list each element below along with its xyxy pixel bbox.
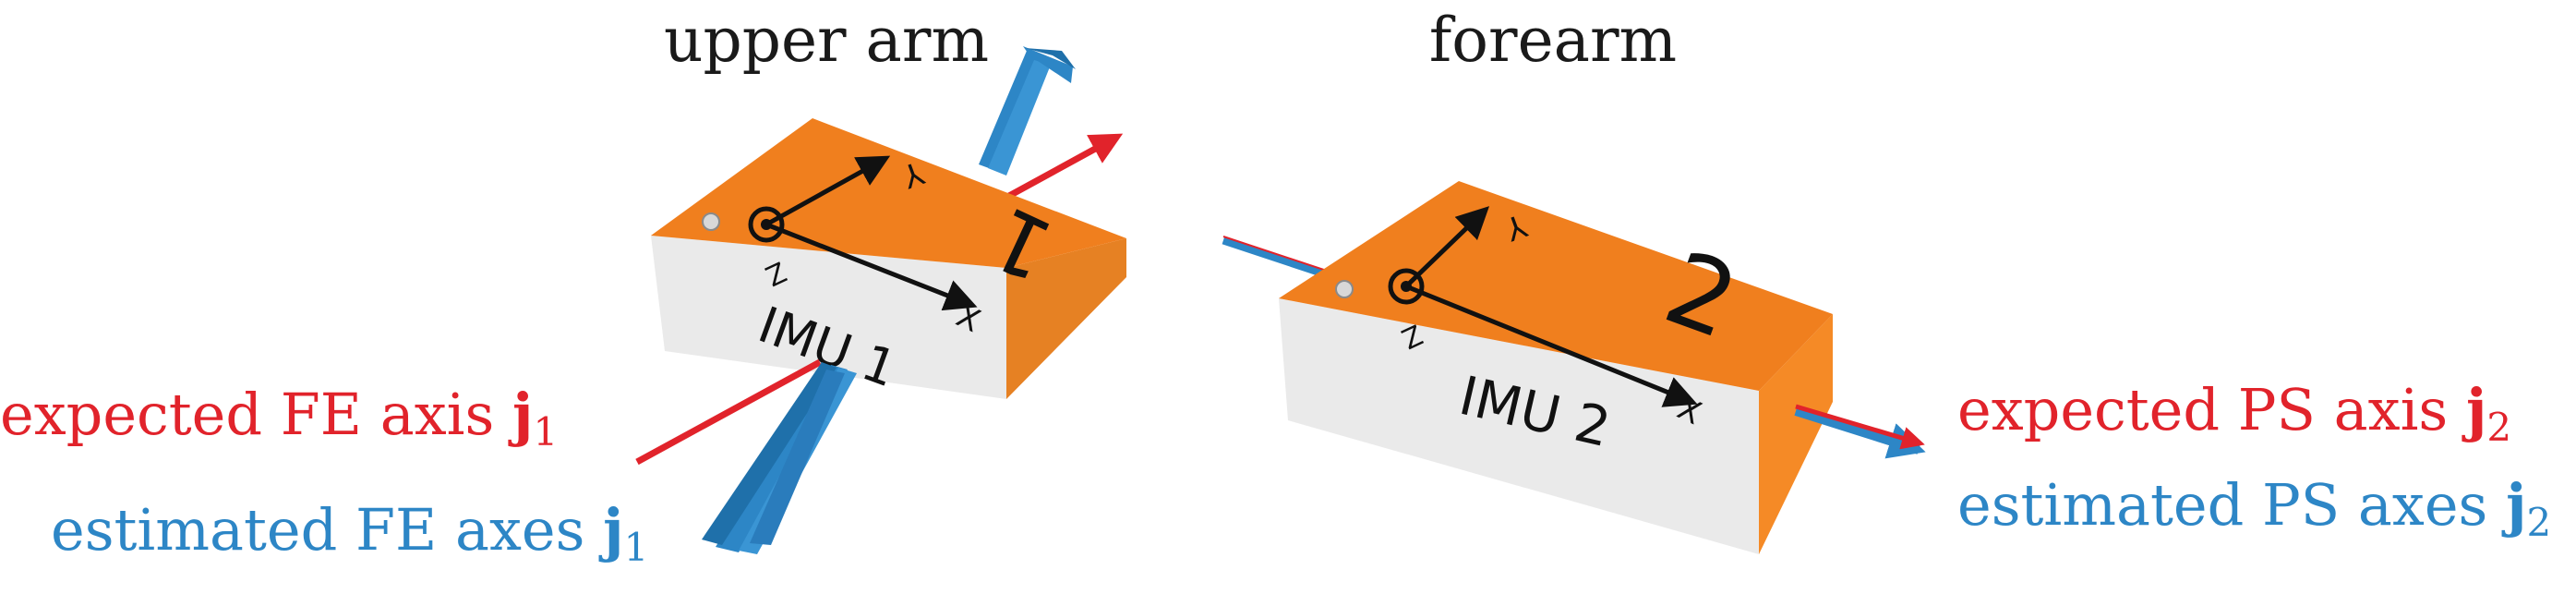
ps-estimated-j: j xyxy=(2501,471,2526,539)
fe-estimated-sub: 1 xyxy=(624,525,649,570)
ps-expected-j: j xyxy=(2462,376,2486,443)
fe-estimated-j: j xyxy=(598,496,623,564)
ps-expected-label: expected PS axis j2 xyxy=(1957,376,2511,450)
imu2-estimated-axis-head xyxy=(1794,406,1926,459)
forearm-title: forearm xyxy=(1429,5,1677,76)
upper-arm-title: upper arm xyxy=(664,5,989,76)
imu2-box-front xyxy=(1279,298,1759,554)
ps-estimated-label: estimated PS axes j2 xyxy=(1957,471,2551,545)
imu2-group: Y X Z 2 IMU 2 xyxy=(1222,181,1926,554)
ps-expected-text: expected PS axis xyxy=(1957,376,2466,443)
imu2-box-top xyxy=(1279,181,1833,391)
fe-expected-text: expected FE axis xyxy=(0,381,512,448)
fe-estimated-text: estimated FE axes xyxy=(51,496,603,564)
imu1-box-top xyxy=(651,118,1126,268)
ps-expected-sub: 2 xyxy=(2486,405,2511,450)
imu2-box-side xyxy=(1759,314,1833,554)
imu1-box-front xyxy=(651,236,1006,399)
imu1-estimated-axes-lower xyxy=(702,362,857,554)
imu1-estimated-axes-upper xyxy=(979,46,1076,176)
ps-estimated-text: estimated PS axes xyxy=(1957,471,2506,539)
fe-expected-j: j xyxy=(508,381,533,448)
imu1-expected-axis-lower xyxy=(635,358,822,466)
fe-expected-label: expected FE axis j1 xyxy=(0,381,558,455)
fe-estimated-label: estimated FE axes j1 xyxy=(51,496,648,570)
fe-expected-sub: 1 xyxy=(533,409,558,455)
imu1-box-side xyxy=(1006,238,1126,399)
imu2-expected-axis-head xyxy=(1795,404,1925,450)
ps-estimated-sub: 2 xyxy=(2527,500,2552,545)
imu1-group: Y X Z 1 IMU 1 xyxy=(635,46,1126,554)
